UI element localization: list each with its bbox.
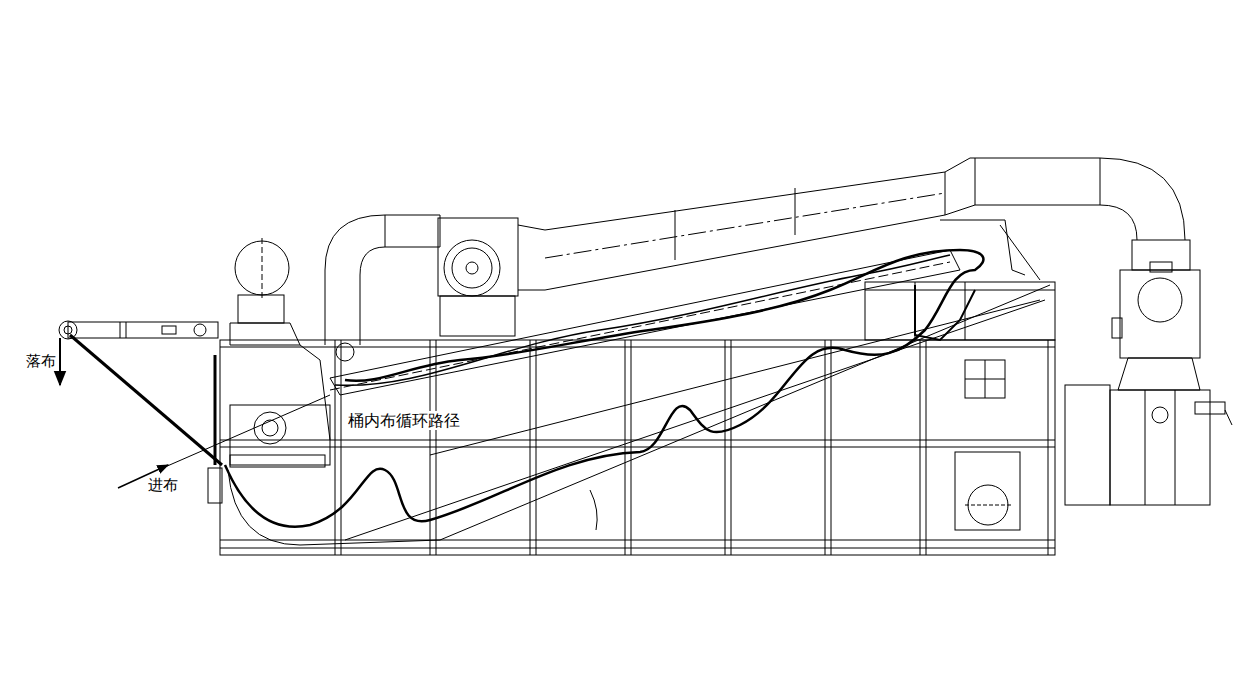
fabric-path [335, 255, 950, 385]
annotation-label: 进布 [146, 476, 180, 494]
main-frame [631, 340, 632, 555]
inclined-tank [430, 300, 1040, 455]
air-duct [385, 215, 440, 247]
air-duct [675, 210, 676, 260]
fabric-path [59, 338, 61, 385]
air-duct [975, 158, 976, 205]
heater-unit [1120, 270, 1200, 358]
heater-unit [1175, 390, 1176, 505]
air-duct [795, 188, 796, 235]
heater-unit [1112, 318, 1122, 338]
main-frame [831, 340, 832, 555]
left-unit [262, 238, 263, 298]
inclined-tank [1000, 225, 1040, 280]
conveyor-rail [59, 321, 218, 339]
left-unit [214, 355, 217, 465]
conveyor-rail [126, 322, 127, 338]
fabric-path [915, 285, 975, 340]
left-unit [208, 238, 354, 503]
conveyor-rail [194, 324, 206, 336]
main-frame [865, 282, 1055, 340]
air-duct [518, 172, 945, 290]
air-duct [1132, 240, 1190, 270]
main-frame [1048, 340, 1049, 555]
heater-unit [1150, 262, 1172, 272]
air-duct [1100, 158, 1185, 240]
conveyor-rail [59, 321, 77, 339]
main-frame [536, 340, 537, 555]
inclined-tank [590, 490, 597, 530]
left-unit [230, 323, 300, 345]
main-frame [725, 340, 726, 555]
air-duct [945, 158, 1100, 215]
main-frame [220, 347, 1055, 348]
air-duct [452, 248, 492, 288]
air-duct [444, 240, 500, 296]
air-duct [325, 158, 1190, 345]
main-frame [731, 340, 732, 555]
left-unit [262, 420, 278, 436]
heater-unit [1152, 407, 1168, 423]
fabric-path [70, 335, 222, 465]
main-frame [530, 340, 531, 555]
main-frame [965, 505, 1011, 506]
main-frame [926, 340, 927, 555]
conveyor-rail [162, 326, 176, 334]
main-frame [865, 290, 1055, 291]
main-frame [220, 340, 1055, 555]
air-duct [440, 296, 515, 336]
heater-unit [1145, 390, 1146, 505]
conveyor-rail [68, 322, 218, 338]
main-frame [625, 340, 626, 555]
left-unit [230, 405, 330, 465]
heater-unit [1065, 385, 1110, 505]
fabric-path [60, 250, 983, 527]
main-frame [825, 340, 826, 555]
fabric-path [165, 395, 330, 467]
heater-unit [1195, 402, 1225, 414]
main-frame [955, 452, 1020, 530]
air-duct [325, 215, 385, 345]
main-frame [335, 340, 336, 555]
heater-unit [1118, 358, 1200, 390]
left-unit [230, 455, 325, 467]
inclined-tank [330, 262, 950, 390]
main-frame [965, 379, 1005, 380]
air-duct [1100, 158, 1101, 205]
annotation-label: 落布 [24, 352, 58, 370]
main-frame [920, 340, 921, 555]
main-frame [220, 447, 1055, 448]
annotation-label: 桶内布循环路径 [346, 411, 462, 430]
left-unit [300, 345, 330, 440]
left-unit [238, 295, 284, 323]
main-frame [341, 340, 342, 555]
conveyor-rail [120, 322, 121, 338]
heater-unit [1065, 262, 1232, 505]
main-frame [220, 548, 1055, 549]
main-frame [965, 360, 1005, 398]
inclined-tank [940, 220, 1025, 275]
main-frame [430, 340, 431, 555]
conveyor-rail [64, 326, 72, 334]
air-duct [545, 193, 945, 258]
heater-unit [1138, 278, 1182, 322]
fabric-path [225, 250, 983, 527]
heater-unit [1225, 410, 1232, 425]
air-duct [466, 262, 478, 274]
left-unit [208, 468, 222, 503]
air-duct [438, 218, 518, 296]
left-unit [336, 343, 354, 361]
